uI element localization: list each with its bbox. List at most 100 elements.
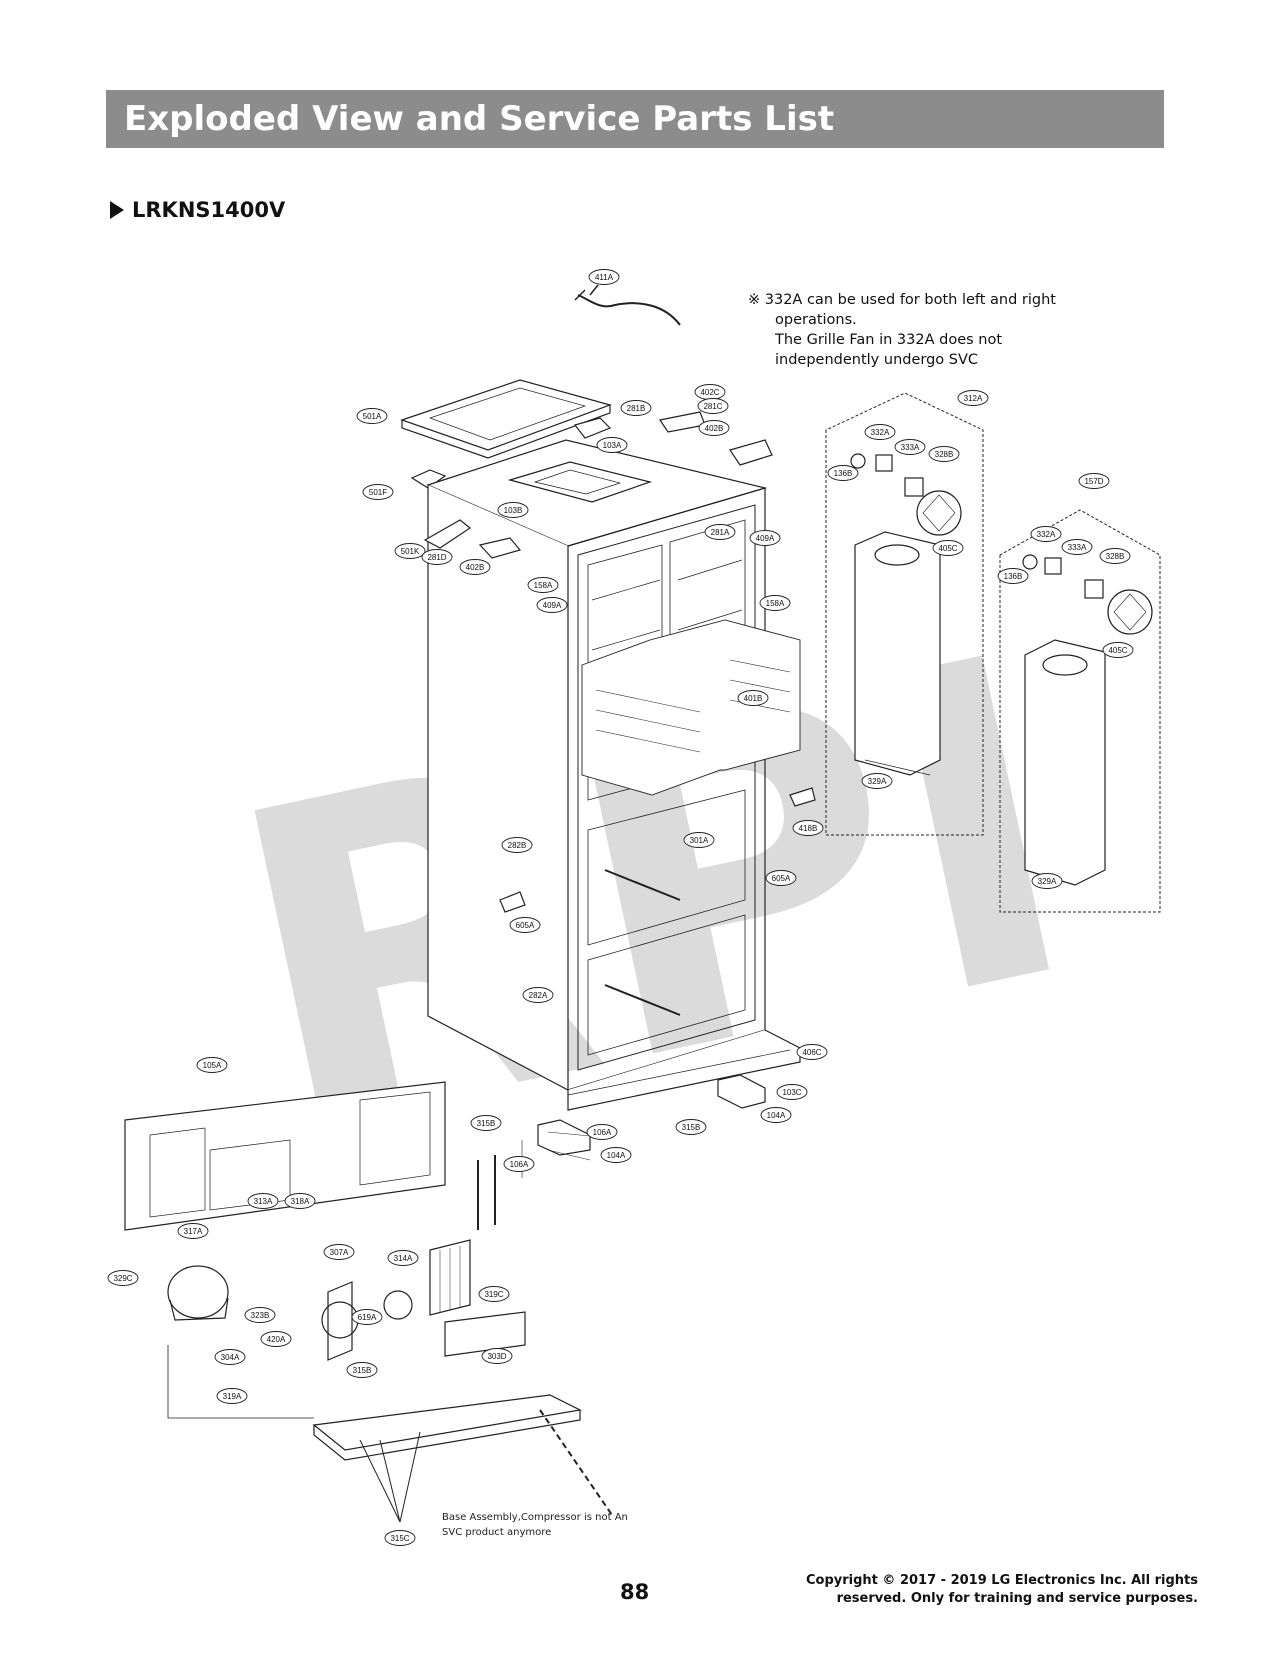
base-note-line-1: Base Assembly,Compressor is not An xyxy=(442,1512,628,1523)
callout-45: 303D xyxy=(481,1348,513,1364)
callout-bubble xyxy=(827,465,859,481)
callout-label: 323B xyxy=(251,1311,270,1320)
callout-15: 158A xyxy=(527,577,559,593)
callout-label: 282A xyxy=(529,991,548,1000)
callout-46: 315B xyxy=(346,1362,378,1378)
callout-bubble xyxy=(1061,539,1093,555)
callout-bubble xyxy=(501,837,533,853)
callout-4: 402B xyxy=(698,420,730,436)
callout-label: 158A xyxy=(766,599,785,608)
callout-label: 401B xyxy=(744,694,763,703)
callout-label: 409A xyxy=(543,601,562,610)
callout-bubble xyxy=(957,390,989,406)
usage-note: ※ 332A can be used for both left and rig… xyxy=(748,290,1056,370)
callout-bubble xyxy=(1102,642,1134,658)
callout-label: 501K xyxy=(401,547,420,556)
callout-11: 281D xyxy=(421,549,453,565)
callout-label: 106A xyxy=(510,1160,529,1169)
callout-label: 315C xyxy=(390,1534,409,1543)
callout-bubble xyxy=(351,1309,383,1325)
play-triangle-icon xyxy=(110,201,124,219)
callout-label: 157D xyxy=(1084,477,1103,486)
callout-3: 281C xyxy=(697,398,729,414)
callout-bubble xyxy=(421,549,453,565)
callout-49: 312A xyxy=(957,390,989,406)
callout-bubble xyxy=(1099,548,1131,564)
callout-34: 313A xyxy=(247,1193,279,1209)
callout-35: 318A xyxy=(284,1193,316,1209)
callout-bubble xyxy=(478,1286,510,1302)
base-assembly-note: Base Assembly,Compressor is not An SVC p… xyxy=(442,1510,628,1540)
copyright-notice: Copyright © 2017 - 2019 LG Electronics I… xyxy=(778,1572,1198,1608)
callout-25: 406C xyxy=(796,1044,828,1060)
callout-bubble xyxy=(894,439,926,455)
callout-label: 103A xyxy=(603,441,622,450)
callout-label: 405C xyxy=(1108,646,1127,655)
callout-bubble xyxy=(536,597,568,613)
callout-bubble xyxy=(586,1124,618,1140)
callout-bubble xyxy=(497,502,529,518)
callout-label: 317A xyxy=(184,1227,203,1236)
callout-36: 317A xyxy=(177,1223,209,1239)
callout-label: 304A xyxy=(221,1353,240,1362)
callout-30: 315B xyxy=(675,1119,707,1135)
callout-bubble xyxy=(620,400,652,416)
callout-label: 136B xyxy=(834,469,853,478)
callout-label: 333A xyxy=(1068,543,1087,552)
callout-bubble xyxy=(675,1119,707,1135)
callout-bubble xyxy=(346,1362,378,1378)
callout-40: 329C xyxy=(107,1270,139,1286)
callout-bubble xyxy=(503,1156,535,1172)
callout-42: 619A xyxy=(351,1309,383,1325)
callout-5: 281B xyxy=(620,400,652,416)
callout-label: 282B xyxy=(508,841,527,850)
callout-7: 501A xyxy=(356,408,388,424)
callout-bubble xyxy=(1030,526,1062,542)
callout-label: 312A xyxy=(964,394,983,403)
callout-label: 103B xyxy=(504,506,523,515)
callout-label: 319C xyxy=(484,1290,503,1299)
callout-bubble xyxy=(470,1115,502,1131)
callout-bubble xyxy=(481,1348,513,1364)
callout-label: 332A xyxy=(871,428,890,437)
callout-31: 106A xyxy=(503,1156,535,1172)
callout-56: 157D xyxy=(1078,473,1110,489)
callout-label: 418B xyxy=(799,824,818,833)
callout-bubble xyxy=(527,577,559,593)
callout-43: 420A xyxy=(260,1331,292,1347)
callout-13: 281A xyxy=(704,524,736,540)
callout-bubble xyxy=(387,1250,419,1266)
callout-53: 136B xyxy=(827,465,859,481)
callout-label: 103C xyxy=(782,1088,801,1097)
callout-61: 405C xyxy=(1102,642,1134,658)
callout-bubble xyxy=(177,1223,209,1239)
callout-29: 104A xyxy=(600,1147,632,1163)
callout-label: 406C xyxy=(802,1048,821,1057)
callout-9: 103B xyxy=(497,502,529,518)
callout-16: 409A xyxy=(536,597,568,613)
callout-27: 104A xyxy=(760,1107,792,1123)
callout-label: 409A xyxy=(756,534,775,543)
callout-bubble xyxy=(509,917,541,933)
refrigerator-line-art xyxy=(124,284,1161,1523)
callout-label: 104A xyxy=(767,1111,786,1120)
callout-label: 619A xyxy=(358,1313,377,1322)
callout-12: 402B xyxy=(459,559,491,575)
part-callouts: 411A402C281C402B281B103A501A501F103B501K… xyxy=(107,269,1134,1546)
callout-21: 282B xyxy=(501,837,533,853)
callout-bubble xyxy=(323,1244,355,1260)
callout-label: 314A xyxy=(394,1254,413,1263)
callout-label: 315B xyxy=(682,1123,701,1132)
callout-bubble xyxy=(776,1084,808,1100)
callout-label: 333A xyxy=(901,443,920,452)
callout-bubble xyxy=(216,1388,248,1404)
model-heading: LRKNS1400V xyxy=(110,198,285,222)
callout-26: 103C xyxy=(776,1084,808,1100)
callout-label: 307A xyxy=(330,1248,349,1257)
callout-6: 103A xyxy=(596,437,628,453)
callout-bubble xyxy=(284,1193,316,1209)
callout-44: 304A xyxy=(214,1349,246,1365)
callout-48: 315C xyxy=(384,1530,416,1546)
callout-bubble xyxy=(864,424,896,440)
